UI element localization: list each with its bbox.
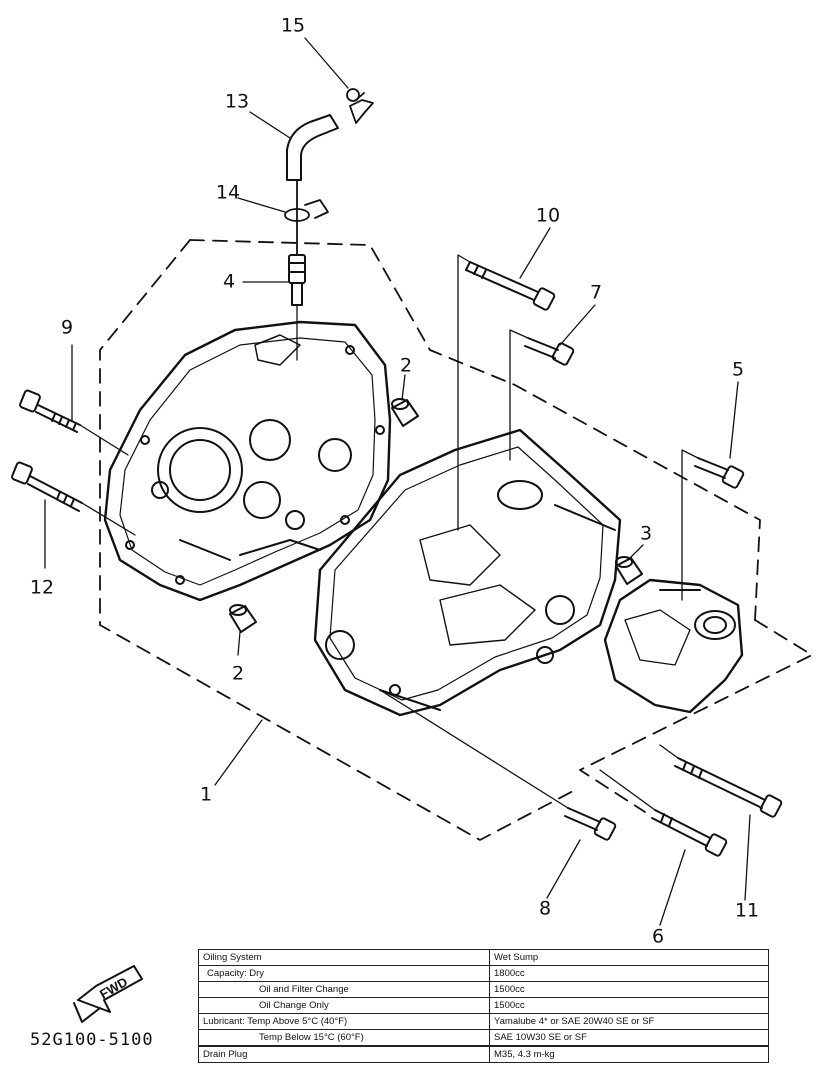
table-row: Temp Below 15°C (60°F) SAE 10W30 SE or S… [198, 1029, 769, 1047]
callout-12: 12 [29, 576, 55, 599]
forward-arrow-label: FWD [97, 974, 130, 1002]
spec-label: Oiling System [198, 949, 490, 966]
bolt-5 [694, 457, 745, 489]
spec-label: Lubricant: Temp Above 5°C (40°F) [198, 1013, 490, 1030]
dowel-pin-upper [391, 398, 419, 427]
table-row: Capacity: Dry 1800cc [198, 965, 769, 982]
guide-lines [79, 254, 699, 811]
callout-7: 7 [589, 281, 603, 304]
spec-label: Drain Plug [198, 1045, 490, 1063]
side-cover [603, 578, 744, 714]
leader-lines [44, 37, 751, 926]
callout-9: 9 [60, 316, 74, 339]
callout-11: 11 [734, 899, 760, 922]
breather-union-fitting [288, 254, 306, 306]
callout-4: 4 [222, 270, 236, 293]
right-crankcase-half [313, 428, 622, 717]
table-row: Oiling System Wet Sump [198, 949, 769, 966]
spec-label: Capacity: Dry [198, 965, 490, 982]
bolt-11 [674, 757, 783, 818]
hose-clamp [284, 179, 329, 256]
spec-value: Yamalube 4* or SAE 20W40 SE or SF [489, 1013, 769, 1030]
table-row: Oil Change Only 1500cc [198, 997, 769, 1014]
part-number: 52G100-5100 [30, 1030, 154, 1050]
assembly-dash-lines [99, 239, 813, 841]
spec-label: Temp Below 15°C (60°F) [198, 1029, 490, 1047]
left-crankcase-half [103, 320, 392, 602]
callout-2-lower: 2 [231, 662, 245, 685]
bolt-12 [11, 461, 83, 512]
callout-3: 3 [639, 522, 653, 545]
bolt-10 [465, 261, 556, 311]
hose-clip [346, 88, 374, 124]
callout-2-upper: 2 [399, 354, 413, 377]
bolt-6 [651, 809, 728, 857]
spec-value: Wet Sump [489, 949, 769, 966]
callout-13: 13 [224, 90, 250, 113]
dowel-pin-3 [615, 556, 643, 585]
callout-6: 6 [651, 925, 665, 948]
spec-value: 1500cc [489, 981, 769, 998]
spec-value: 1500cc [489, 997, 769, 1014]
spec-value: SAE 10W30 SE or SF [489, 1029, 769, 1047]
callout-10: 10 [535, 204, 561, 227]
bolt-9 [19, 389, 81, 433]
callout-14: 14 [215, 181, 241, 204]
breather-hose [286, 114, 339, 181]
dowel-pin-lower [229, 604, 257, 633]
callout-1: 1 [199, 783, 213, 806]
table-row: Oil and Filter Change 1500cc [198, 981, 769, 998]
spec-value: 1800cc [489, 965, 769, 982]
table-row: Lubricant: Temp Above 5°C (40°F) Yamalub… [198, 1013, 769, 1030]
spec-value: M35, 4.3 m-kg [489, 1045, 769, 1063]
callout-5: 5 [731, 358, 745, 381]
bolt-7 [524, 337, 575, 366]
callout-8: 8 [538, 897, 552, 920]
oil-spec-table: Oiling System Wet Sump Capacity: Dry 180… [198, 949, 769, 1063]
spec-label: Oil and Filter Change [198, 981, 490, 998]
forward-arrow-icon [73, 965, 143, 1023]
bolt-8 [564, 807, 617, 841]
callout-15: 15 [280, 14, 306, 37]
spec-label: Oil Change Only [198, 997, 490, 1014]
table-row: Drain Plug M35, 4.3 m-kg [198, 1045, 769, 1063]
